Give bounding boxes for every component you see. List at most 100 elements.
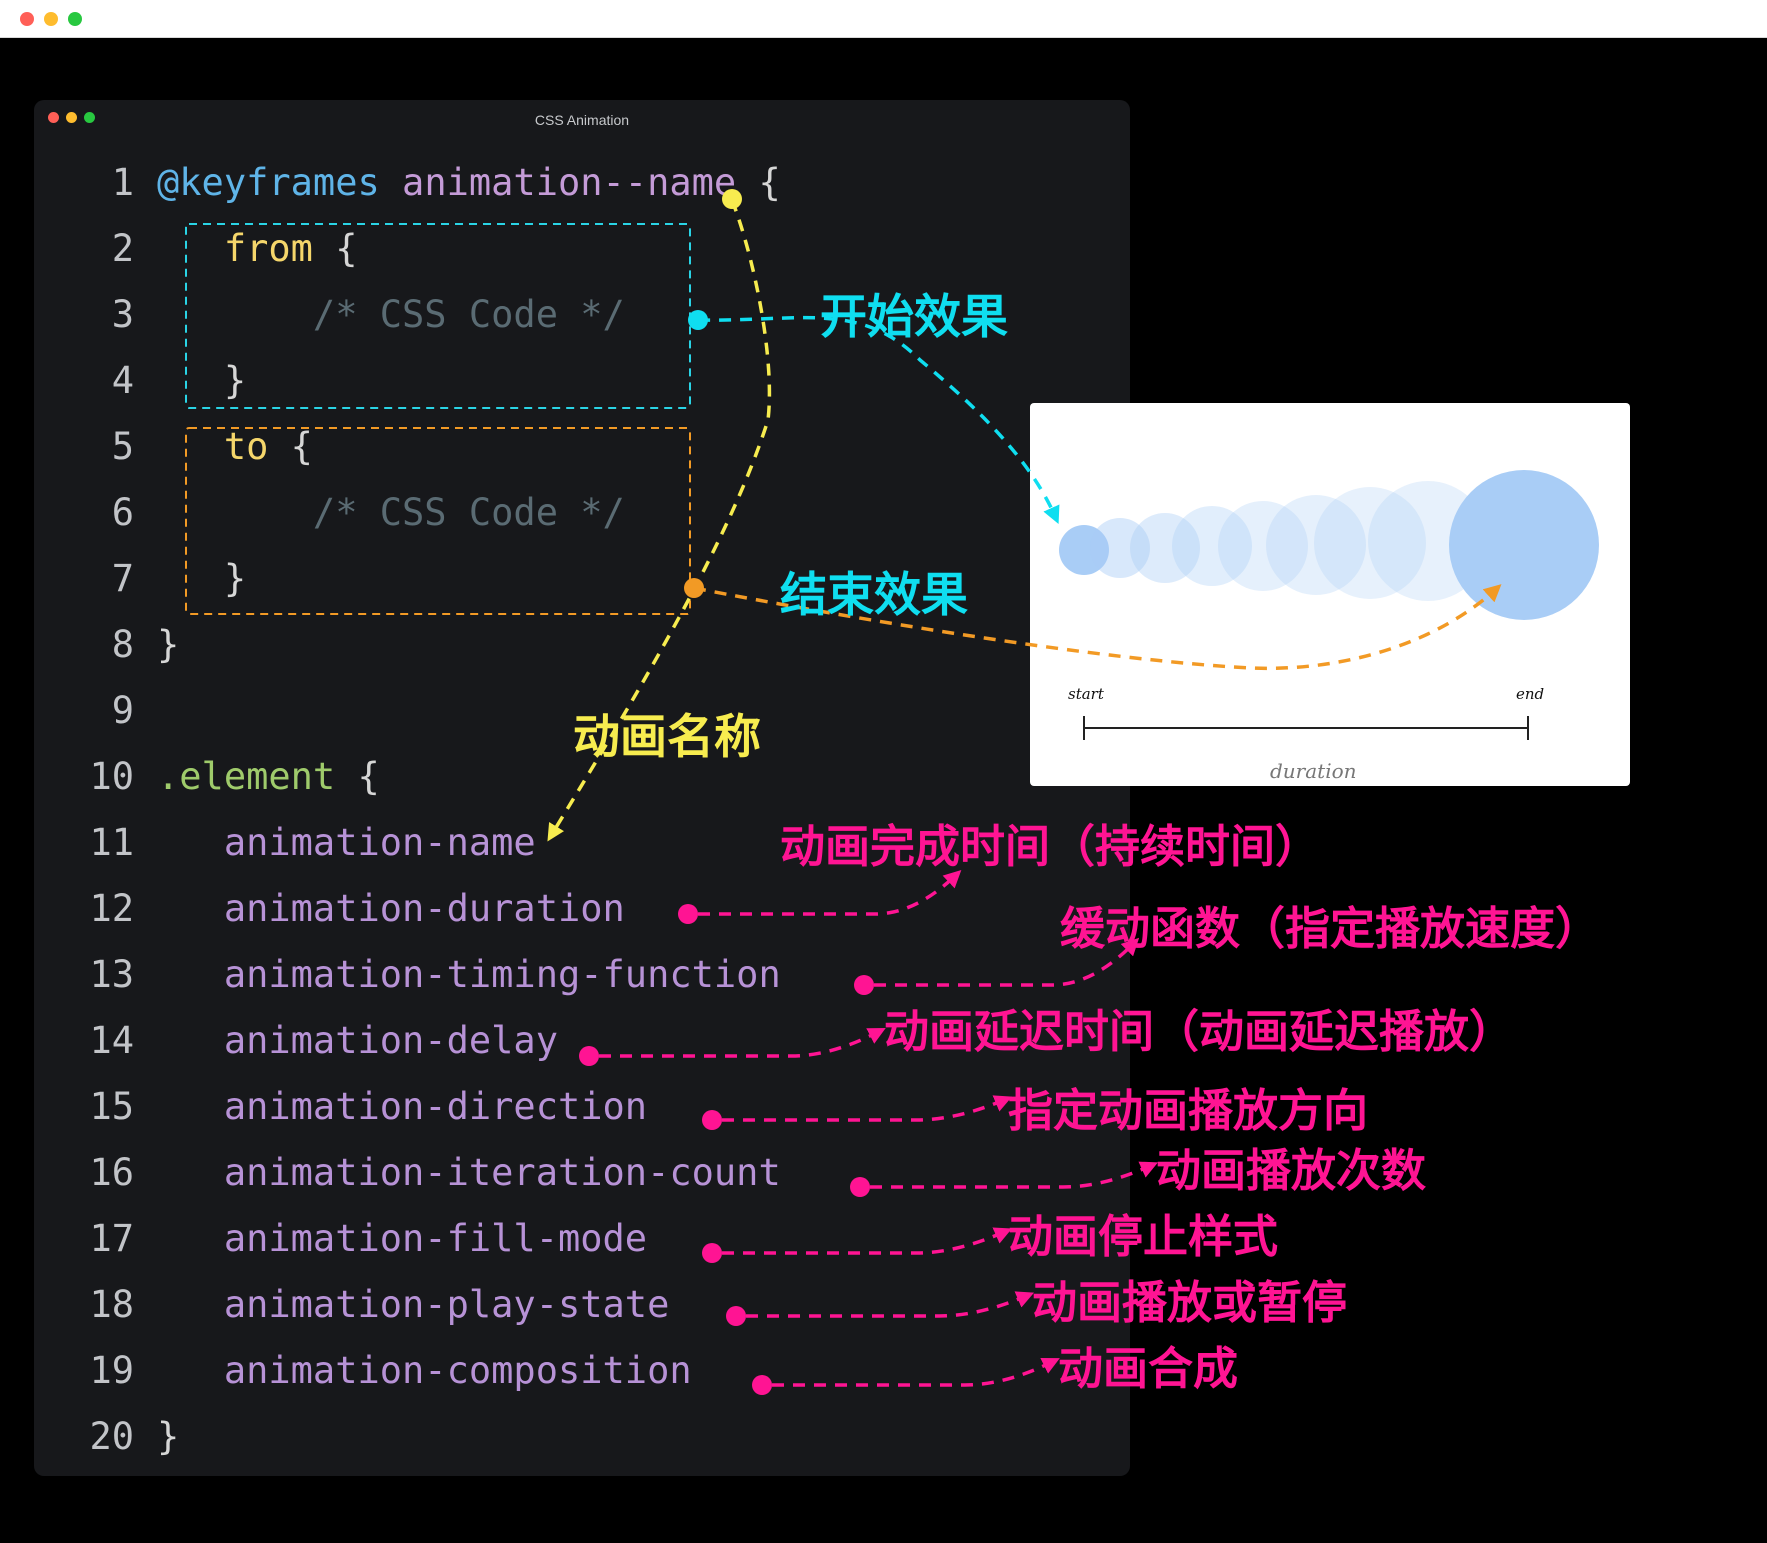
maximize-window-icon[interactable]	[68, 12, 82, 26]
editor-close-icon[interactable]	[48, 112, 59, 123]
code-text: animation-name	[157, 810, 536, 876]
iteration-count-label: 动画播放次数	[1156, 1144, 1427, 1197]
line-number: 8	[111, 623, 134, 666]
code-text: }	[157, 1404, 179, 1470]
timeline-duration-label: duration	[1270, 759, 1357, 783]
minimize-window-icon[interactable]	[44, 12, 58, 26]
close-window-icon[interactable]	[20, 12, 34, 26]
line-number: 12	[89, 887, 134, 930]
line-number: 17	[89, 1217, 134, 1260]
line-number: 1	[111, 161, 134, 204]
end-effect-label: 结束效果	[780, 568, 968, 623]
code-text: animation-delay	[157, 1008, 558, 1074]
editor-maximize-icon[interactable]	[84, 112, 95, 123]
code-text: /* CSS Code */	[157, 480, 625, 546]
ghost-circle	[1130, 513, 1200, 583]
code-text: }	[157, 546, 246, 612]
line-number: 13	[89, 953, 134, 996]
code-token: animation-duration	[223, 887, 625, 930]
code-token: animation-iteration-count	[223, 1151, 781, 1194]
code-text: .element {	[157, 744, 380, 810]
property-anchor-dot	[850, 1177, 870, 1197]
name-anchor-dot	[722, 189, 742, 209]
animation-preview-graphic	[1059, 470, 1599, 740]
animation-preview-panel: start end duration	[1030, 403, 1630, 786]
line-number: 7	[111, 557, 134, 600]
code-text: animation-play-state	[157, 1272, 670, 1338]
editor-title: CSS Animation	[534, 112, 630, 128]
line-number: 19	[89, 1349, 134, 1392]
start-effect-arrow	[697, 315, 1060, 524]
property-anchor-dot	[854, 975, 874, 995]
code-text: /* CSS Code */	[157, 282, 625, 348]
animation-name-label: 动画名称	[573, 710, 761, 765]
composition-label: 动画合成	[1058, 1342, 1239, 1395]
code-token: animation-fill-mode	[223, 1217, 648, 1260]
code-token: }	[157, 623, 180, 666]
code-token: {	[335, 755, 380, 798]
timing-function-label: 缓动函数（指定播放速度）	[1060, 902, 1601, 955]
delay-arrow	[599, 1028, 886, 1058]
code-text: }	[157, 348, 246, 414]
code-token: .element	[157, 755, 336, 798]
code-token: to	[223, 425, 269, 468]
code-text: @keyframes animation--name {	[157, 150, 781, 216]
line-number: 20	[89, 1415, 134, 1458]
property-anchor-dot	[726, 1306, 746, 1326]
composition-arrow	[772, 1357, 1060, 1387]
from-block-box	[185, 223, 691, 409]
name-arrow	[547, 199, 772, 842]
end-anchor-dot	[684, 578, 704, 598]
code-token: /* CSS Code */	[157, 491, 625, 534]
code-token: animation-composition	[223, 1349, 692, 1392]
code-token: from	[223, 227, 313, 270]
delay-label: 动画延迟时间（动画延迟播放）	[884, 1005, 1515, 1058]
property-anchor-dot	[752, 1375, 772, 1395]
duration-label: 动画完成时间（持续时间）	[780, 820, 1321, 873]
code-text: }	[157, 612, 179, 678]
line-number: 10	[89, 755, 134, 798]
line-number: 4	[111, 359, 134, 402]
code-token: animation-timing-function	[223, 953, 781, 996]
ghost-circle	[1314, 487, 1426, 599]
ghost-circle	[1266, 495, 1366, 595]
line-number: 2	[111, 227, 134, 270]
play-state-arrow	[746, 1291, 1035, 1318]
code-text: animation-fill-mode	[157, 1206, 647, 1272]
timeline-end-label: end	[1516, 685, 1545, 703]
code-token: }	[157, 359, 247, 402]
start-anchor-dot	[688, 310, 708, 330]
code-token: /* CSS Code */	[157, 293, 625, 336]
play-state-label: 动画播放或暂停	[1032, 1276, 1348, 1329]
line-number: 3	[111, 293, 134, 336]
code-token: animation-delay	[223, 1019, 558, 1062]
fill-mode-arrow	[722, 1227, 1013, 1255]
start-effect-label: 开始效果	[820, 290, 1008, 345]
editor-minimize-icon[interactable]	[66, 112, 77, 123]
line-number: 15	[89, 1085, 134, 1128]
property-anchor-dot	[579, 1046, 599, 1066]
ghost-circle	[1172, 506, 1252, 586]
property-anchor-dot	[678, 904, 698, 924]
code-token: {	[312, 227, 358, 270]
code-text: animation-composition	[157, 1338, 692, 1404]
code-text: animation-duration	[157, 876, 625, 942]
code-token: }	[157, 1415, 180, 1458]
ghost-circle	[1218, 501, 1308, 591]
code-token: {	[736, 161, 781, 204]
direction-arrow	[722, 1095, 1013, 1122]
direction-label: 指定动画播放方向	[1008, 1084, 1369, 1137]
code-text: animation-timing-function	[157, 942, 781, 1008]
outer-window-titlebar	[0, 0, 1767, 38]
timeline-start-label: start	[1068, 685, 1104, 703]
code-token: animation-name	[223, 821, 536, 864]
ghost-circle	[1059, 525, 1109, 575]
line-number: 5	[111, 425, 134, 468]
property-anchor-dot	[702, 1243, 722, 1263]
code-text: animation-direction	[157, 1074, 647, 1140]
code-token: animation-direction	[223, 1085, 648, 1128]
fill-mode-label: 动画停止样式	[1008, 1210, 1279, 1263]
line-number: 16	[89, 1151, 134, 1194]
duration-arrow	[698, 869, 962, 916]
